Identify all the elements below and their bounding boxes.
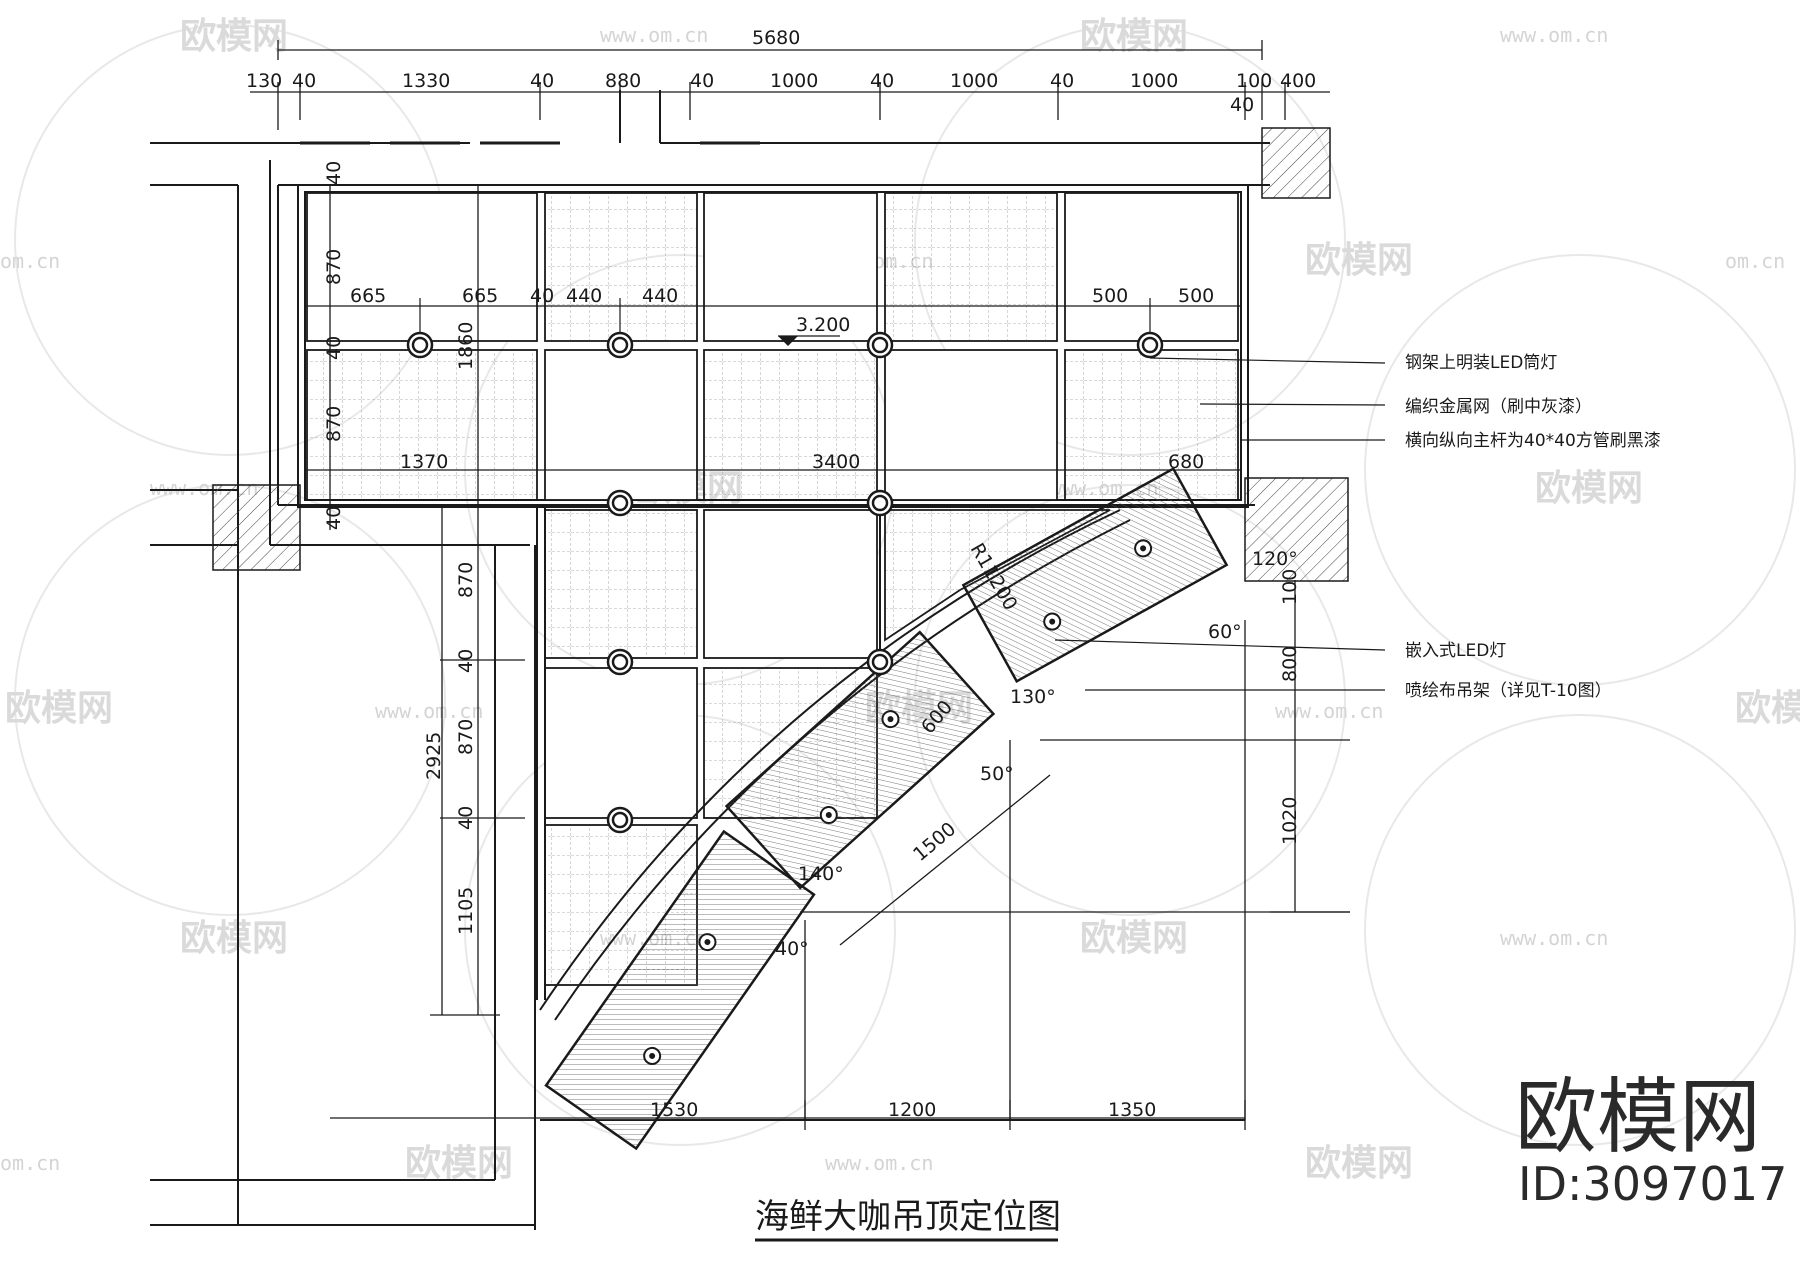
dim-label: 40 <box>455 806 477 830</box>
dim-label: 1330 <box>402 70 450 92</box>
dim-label: 665 <box>462 285 498 307</box>
watermark-url: om.cn <box>0 249 60 273</box>
dim-label: 1530 <box>650 1099 698 1121</box>
dim-label: 1000 <box>770 70 818 92</box>
light-leaders <box>419 298 1151 333</box>
watermark-logo: 欧模网 <box>405 1142 513 1183</box>
dim-label: 1350 <box>1108 1099 1156 1121</box>
dim-label: 1860 <box>455 322 477 370</box>
annotation-embedded-led: 嵌入式LED灯 <box>1405 641 1506 661</box>
watermark-logo: 欧模网 <box>1735 687 1800 728</box>
dim-label: 3400 <box>812 451 860 473</box>
dim-label: 680 <box>1168 451 1204 473</box>
watermark-logo: 欧模网 <box>1080 917 1188 958</box>
dim-label: 1370 <box>400 451 448 473</box>
dim-label: 100 <box>1279 569 1301 605</box>
watermark-url: om.cn <box>1725 249 1785 273</box>
drawing-id: ID:3097017 <box>1518 1157 1787 1211</box>
panel-dim-label: 1500 <box>909 818 960 866</box>
angle-label: 130° <box>1010 686 1056 708</box>
annotation-fabric-hanger: 喷绘布吊架（详见T-10图） <box>1405 681 1612 701</box>
watermark-logo: 欧模网 <box>1305 239 1413 280</box>
plain-panels <box>306 192 1239 819</box>
annotation-main-bar: 横向纵向主杆为40*40方管刷黑漆 <box>1405 431 1661 451</box>
dim-label: 40 <box>455 649 477 673</box>
dim-label: 130 <box>246 70 282 92</box>
angle-label: 120° <box>1252 548 1298 570</box>
angle-labels: 120° 60° 130° 50° 140° 40° <box>775 548 1298 960</box>
fabric-panel-2 <box>724 630 996 890</box>
watermark-logo: 欧模网 <box>180 917 288 958</box>
led-downlights <box>406 331 1164 834</box>
dim-label: 40 <box>323 336 345 360</box>
ceiling-frame <box>269 160 1249 546</box>
dim-label: 1000 <box>950 70 998 92</box>
fabric-panel-3 <box>544 829 816 1151</box>
annotation-labels: 钢架上明装LED筒灯 编织金属网（刷中灰漆） 横向纵向主杆为40*40方管刷黑漆… <box>1405 353 1661 701</box>
dimension-lines <box>250 40 1350 1130</box>
mesh-panels <box>306 192 1239 986</box>
column-hatch <box>212 484 301 571</box>
dim-label: 40 <box>323 506 345 530</box>
fabric-panel-1 <box>961 467 1229 683</box>
dim-label: 1000 <box>1130 70 1178 92</box>
watermark-url: www.om.cn <box>1500 926 1608 950</box>
angle-label: 40° <box>775 938 809 960</box>
watermark-url: www.om.cn <box>600 23 708 47</box>
dim-label: 1200 <box>888 1099 936 1121</box>
dim-label: 500 <box>1178 285 1214 307</box>
watermark-url: www.om.cn <box>1275 699 1383 723</box>
dim-label: 870 <box>455 719 477 755</box>
dim-label: 870 <box>455 562 477 598</box>
overall-width-label: 5680 <box>752 27 800 49</box>
leader-lines <box>1054 357 1386 691</box>
watermark-logo: 欧模网 <box>180 15 288 56</box>
angle-label: 50° <box>980 763 1014 785</box>
dim-label: 40 <box>1230 94 1254 116</box>
watermark-logo: 欧模网 <box>1535 467 1643 508</box>
dim-label: 40 <box>530 285 554 307</box>
dim-label: 40 <box>690 70 714 92</box>
level-mark-label: 3.200 <box>796 314 850 336</box>
top-dimension-labels: 130 40 1330 40 880 40 1000 40 1000 40 10… <box>246 70 1316 116</box>
watermark-url: www.om.cn <box>1500 23 1608 47</box>
dim-label: 1105 <box>455 887 477 935</box>
annotation-led-downlight: 钢架上明装LED筒灯 <box>1405 353 1557 373</box>
dim-label: 40 <box>530 70 554 92</box>
dim-label: 40 <box>1050 70 1074 92</box>
dim-label: 880 <box>605 70 641 92</box>
dim-label: 440 <box>566 285 602 307</box>
angle-label: 60° <box>1208 621 1242 643</box>
dim-label: 1020 <box>1279 797 1301 845</box>
watermark-url: www.om.cn <box>375 699 483 723</box>
dim-label: 2925 <box>423 732 445 780</box>
watermark-logo: 欧模网 <box>1305 1142 1413 1183</box>
dim-label: 100 <box>1236 70 1272 92</box>
watermark-logo: 欧模网 <box>1080 15 1188 56</box>
annotation-metal-mesh: 编织金属网（刷中灰漆） <box>1405 397 1592 417</box>
dim-label: 870 <box>323 406 345 442</box>
dim-label: 40 <box>292 70 316 92</box>
brand-logo-large: 欧模网 <box>1515 1070 1761 1165</box>
watermark-url: www.om.cn <box>825 1151 933 1175</box>
cell-dimension-labels: 665 665 40 440 440 500 500 1370 3400 680… <box>350 285 1214 1121</box>
column-hatch <box>1261 127 1331 199</box>
vertical-dimension-labels: 40 870 40 870 40 1860 870 40 870 40 2925… <box>323 161 1301 935</box>
dim-label: 440 <box>642 285 678 307</box>
watermark-logo: 欧模网 <box>5 687 113 728</box>
dim-label: 665 <box>350 285 386 307</box>
drawing-title-text: 海鲜大咖吊顶定位图 <box>755 1197 1061 1237</box>
column-hatch <box>1244 477 1349 582</box>
dim-label: 40 <box>870 70 894 92</box>
level-marker: 3.200 <box>778 314 850 346</box>
dim-label: 870 <box>323 249 345 285</box>
dim-label: 40 <box>323 161 345 185</box>
dim-label: 800 <box>1279 646 1301 682</box>
angle-label: 140° <box>798 863 844 885</box>
watermark-url: om.cn <box>0 1151 60 1175</box>
dim-label: 500 <box>1092 285 1128 307</box>
dim-label: 400 <box>1280 70 1316 92</box>
drawing-title: 海鲜大咖吊顶定位图 <box>755 1197 1061 1242</box>
